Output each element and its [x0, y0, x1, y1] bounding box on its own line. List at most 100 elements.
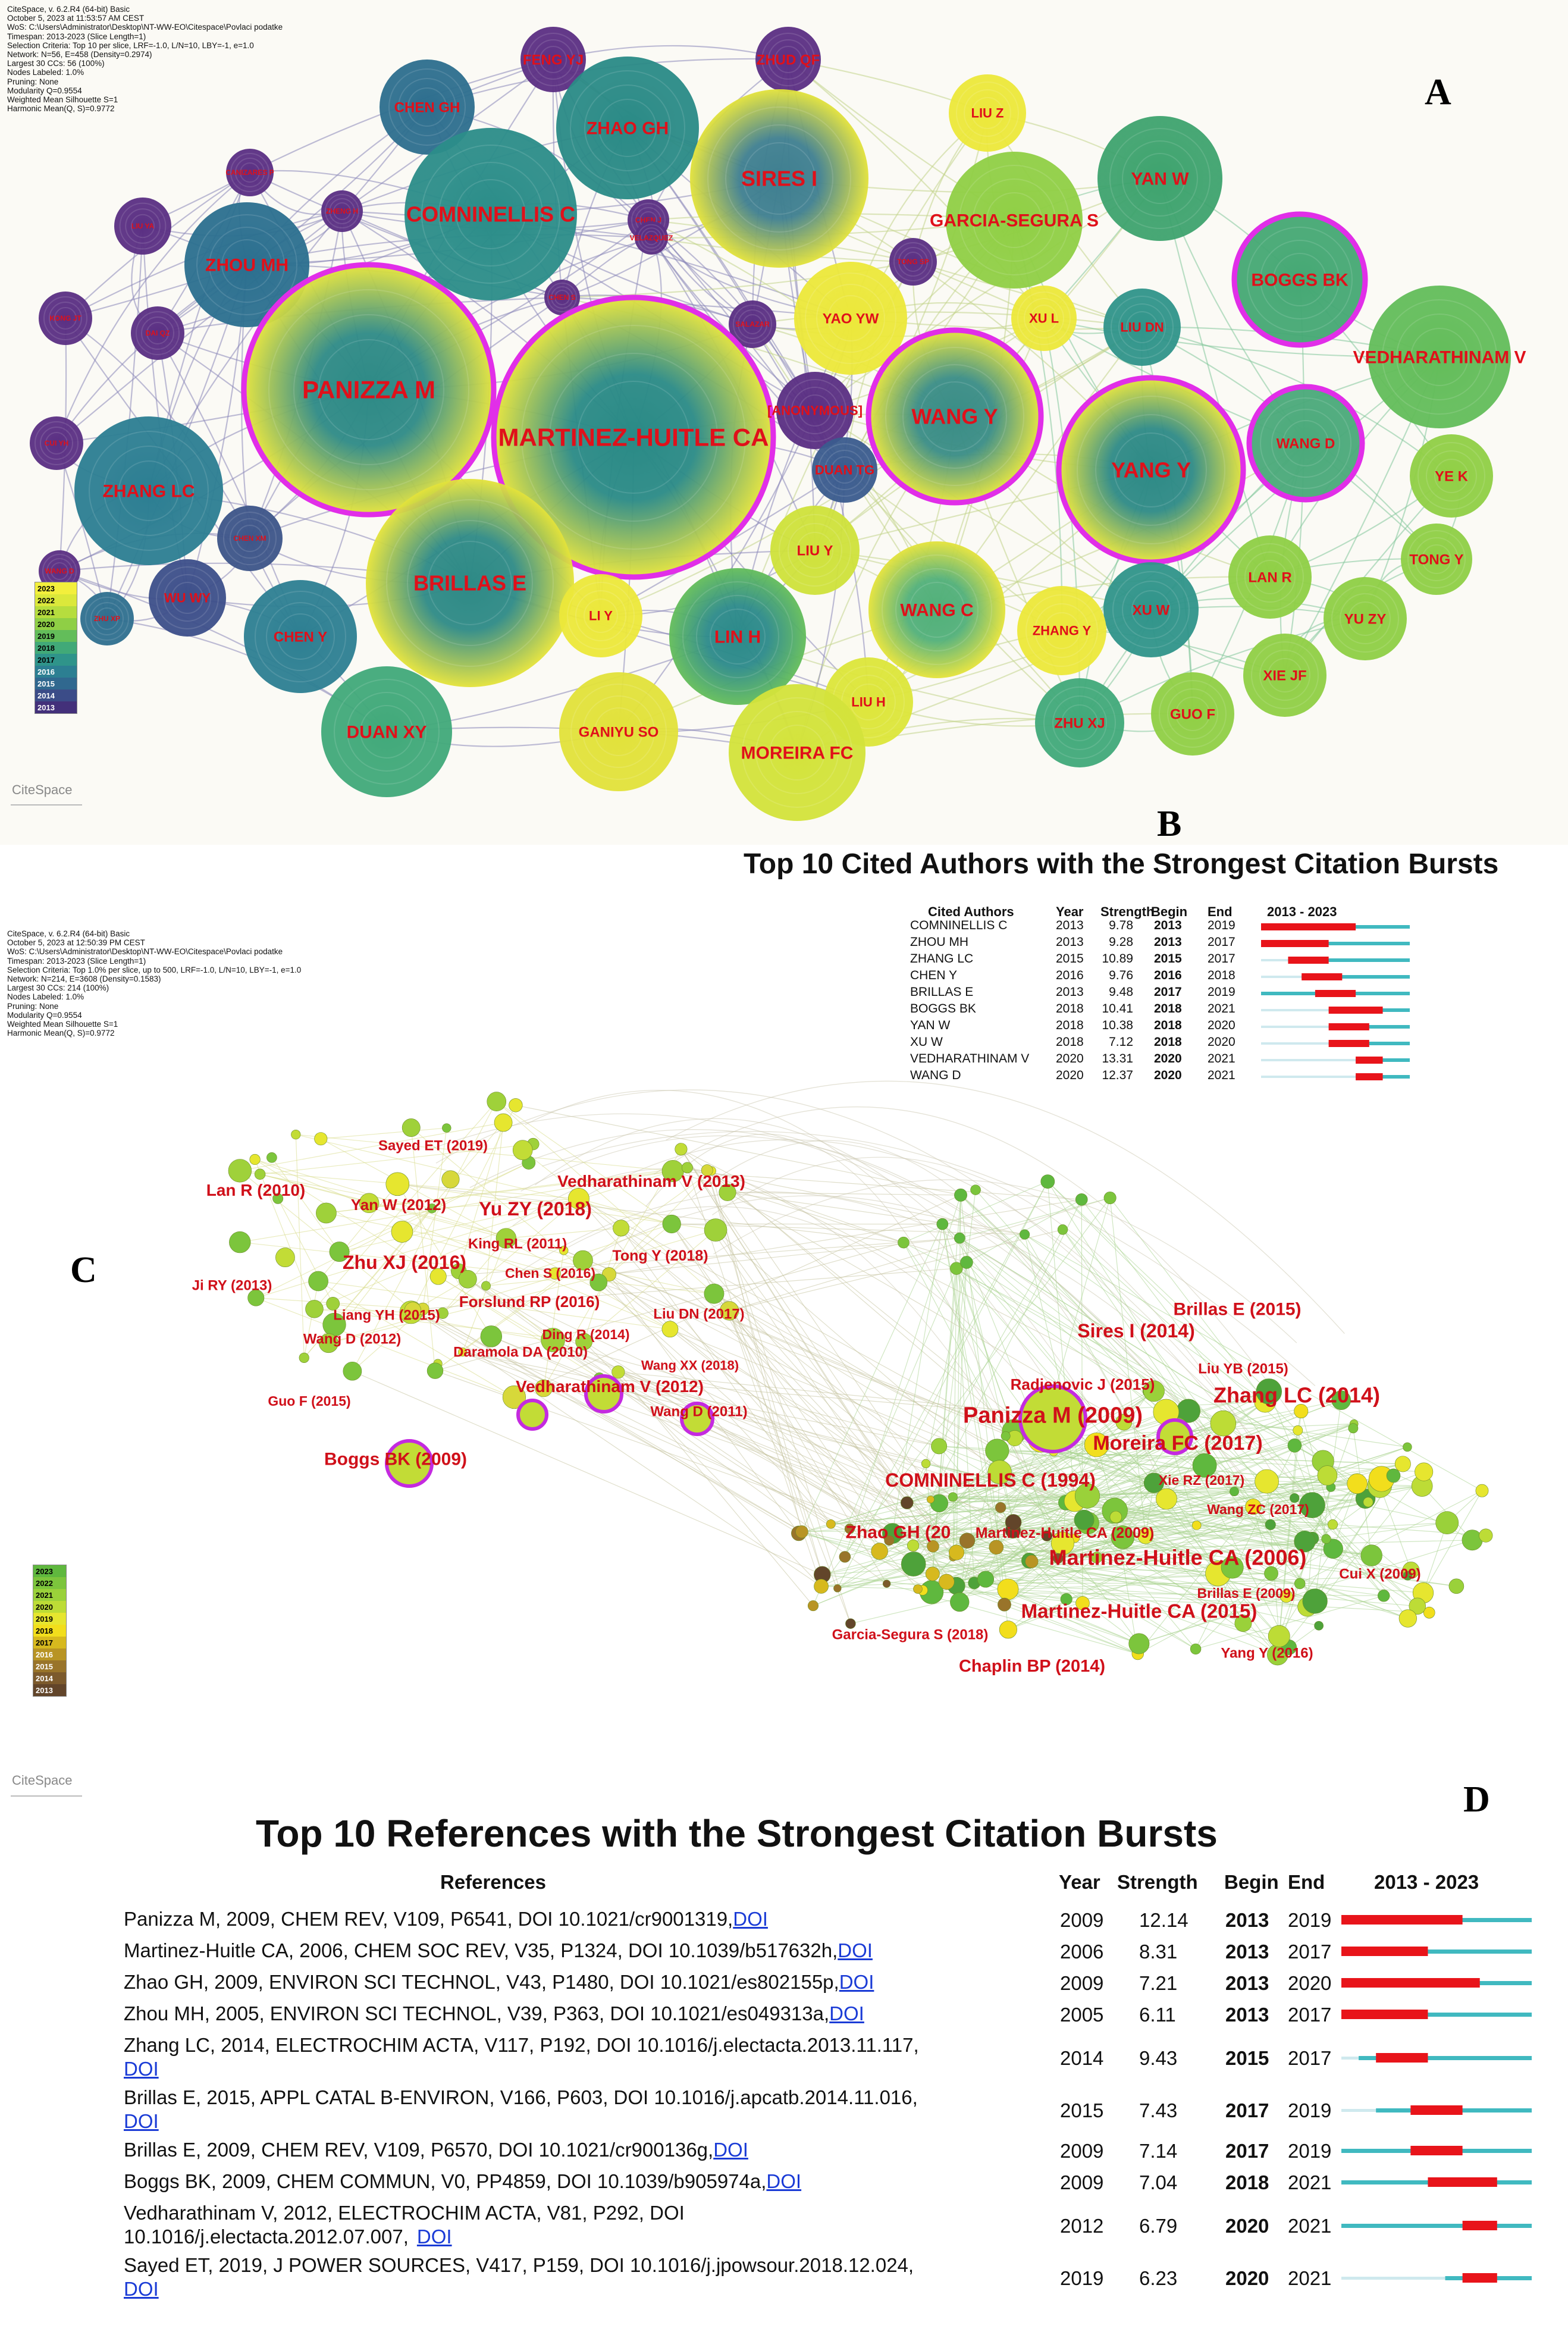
header-year: Year	[1059, 1871, 1100, 1893]
graph-edge	[974, 1582, 1315, 1602]
reference-label: Panizza M (2009)	[963, 1403, 1143, 1428]
graph-edge	[953, 1556, 1315, 1602]
cell-begin: 2015	[1225, 2047, 1269, 2069]
node-ring	[554, 290, 570, 305]
graph-edge	[1047, 1181, 1366, 1499]
node-ring	[902, 364, 1007, 469]
graph-edge	[578, 1198, 1015, 1439]
graph-edge	[1304, 1483, 1357, 1542]
burst-bar	[1341, 1915, 1463, 1925]
node-label: WU WY	[164, 591, 211, 606]
reference-label: Lan R (2010)	[206, 1181, 306, 1199]
reference-node	[960, 1256, 973, 1269]
graph-edge	[462, 1352, 890, 1541]
graph-edge	[620, 1227, 832, 1525]
node-circle	[1097, 116, 1222, 241]
panel-label-d: D	[1463, 1779, 1490, 1820]
node-ring	[1167, 688, 1218, 739]
reference-node	[833, 1584, 842, 1593]
reference-node	[427, 1362, 444, 1379]
graph-edge	[240, 1122, 504, 1171]
burst-bar	[1410, 2105, 1463, 2115]
graph-edge	[713, 1293, 888, 1584]
node-circle	[1249, 387, 1362, 500]
reference-node	[1057, 1224, 1068, 1235]
reference-text: Martinez-Huitle CA, 2006, CHEM SOC REV, …	[124, 1939, 873, 1961]
doi-link[interactable]: DOI	[766, 2170, 802, 2192]
legend-year: 2013	[37, 703, 55, 712]
graph-edge	[939, 1446, 1409, 1619]
reference-label: Vedharathinam V (2013)	[557, 1172, 745, 1190]
graph-edge	[295, 1134, 305, 1358]
header-year: Year	[1056, 904, 1084, 919]
panel-c: Sayed ET (2019) Lan R (2010) Vedharathinam…	[0, 916, 1568, 1797]
reference-label: Guo F (2015)	[268, 1393, 350, 1409]
reference-label: Sayed ET (2019)	[378, 1137, 488, 1154]
node-ring	[850, 684, 887, 720]
graph-edge	[1014, 1438, 1088, 1496]
legend-year: 2022	[36, 1579, 53, 1588]
node-ring	[779, 514, 851, 587]
graph-edge	[339, 1198, 579, 1252]
reference-label: Chaplin BP (2014)	[959, 1657, 1105, 1676]
reference-node	[589, 1273, 607, 1292]
reference-node	[1040, 1174, 1055, 1189]
burst-bar	[1261, 923, 1356, 930]
reference-node	[1386, 1468, 1401, 1483]
reference-node	[970, 1184, 981, 1195]
node-label: CANIZARES P	[225, 168, 274, 177]
doi-link[interactable]: DOI	[124, 2058, 159, 2080]
reference-node	[1423, 1606, 1435, 1619]
reference-node	[1075, 1596, 1090, 1610]
doi-link[interactable]: DOI	[124, 2278, 159, 2300]
reference-node	[985, 1438, 1009, 1463]
legend-year: 2020	[37, 620, 55, 629]
reference-node	[1115, 1413, 1133, 1431]
author-node: CANIZARES P	[225, 149, 274, 196]
node-ring	[1175, 697, 1210, 731]
node-circle	[946, 152, 1083, 289]
node-ring	[49, 302, 82, 335]
node-label: XU L	[1029, 311, 1059, 326]
cell-name: BOGGS BK	[910, 1002, 976, 1016]
key-node	[387, 1441, 432, 1486]
reference-node	[1409, 1597, 1426, 1615]
reference-label: Liang YH (2015)	[333, 1307, 440, 1323]
reference-node	[1210, 1410, 1237, 1437]
node-label: FENG YJ	[523, 52, 584, 68]
doi-link[interactable]: DOI	[829, 2002, 864, 2024]
graph-edge	[328, 1274, 610, 1344]
cell-strength: 7.12	[1109, 1035, 1133, 1049]
graph-edge	[729, 1311, 822, 1587]
reference-node	[496, 1228, 517, 1249]
legend-year: 2019	[37, 632, 55, 641]
doi-link[interactable]: DOI	[838, 1939, 873, 1961]
node-ring	[644, 230, 659, 246]
graph-edge	[1008, 1575, 1408, 1590]
reference-node	[442, 1123, 451, 1133]
cell-year: 2012	[1060, 2215, 1104, 2237]
reference-node	[987, 1460, 1012, 1484]
burst-bar	[1356, 1073, 1383, 1080]
graph-edge	[609, 1170, 712, 1275]
node-circle	[559, 672, 678, 791]
reference-node	[1268, 1625, 1290, 1647]
cell-year: 2005	[1060, 2004, 1104, 2026]
graph-edge	[598, 1282, 914, 1565]
doi-link[interactable]: DOI	[416, 2226, 452, 2248]
metadata-line: Timespan: 2013-2023 (Slice Length=1)	[7, 32, 146, 41]
doi-link[interactable]: DOI	[839, 1971, 874, 1993]
doi-link[interactable]: DOI	[713, 2139, 748, 2161]
graph-edge	[467, 1278, 887, 1584]
timeline-active	[1261, 942, 1410, 945]
legend-year: 2016	[36, 1650, 53, 1659]
cell-end: 2018	[1208, 969, 1235, 982]
doi-link[interactable]: DOI	[733, 1908, 768, 1930]
node-circle	[1243, 634, 1326, 717]
node-ring	[325, 194, 359, 228]
reference-node	[494, 1113, 513, 1132]
timeline-bg	[1261, 1076, 1410, 1078]
reference-text: Zhang LC, 2014, ELECTROCHIM ACTA, V117, …	[124, 2034, 919, 2056]
doi-link[interactable]: DOI	[124, 2110, 159, 2132]
